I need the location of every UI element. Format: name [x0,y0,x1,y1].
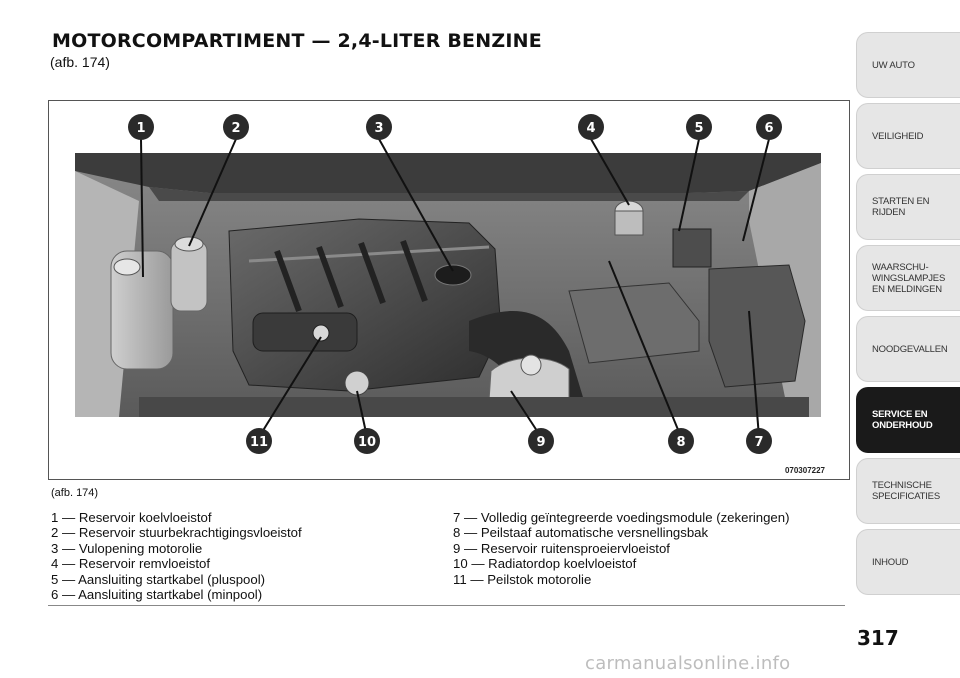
legend-item: 6 — Aansluiting startkabel (minpool) [51,587,263,603]
callout-11: 11 [250,435,268,450]
legend-item: 8 — Peilstaaf automatische versnellingsb… [453,525,709,541]
tab-service-en-onderhoud[interactable]: SERVICE EN ONDERHOUD [856,387,960,453]
watermark: carmanualsonline.info [585,653,791,674]
callout-7: 7 [754,435,763,450]
tab-starten-en-rijden[interactable]: STARTEN EN RIJDEN [856,174,960,240]
tab-veiligheid[interactable]: VEILIGHEID [856,103,960,169]
callout-3: 3 [374,121,383,136]
figure-code: 070307227 [784,466,825,475]
legend-left-column: 1 — Reservoir koelvloeistof 2 — Reservoi… [51,510,302,602]
tab-label: UW AUTO [872,59,915,71]
tab-uw-auto[interactable]: UW AUTO [856,32,960,98]
legend-item: 1 — Reservoir koelvloeistof [51,510,212,525]
chapter-tabs: UW AUTO VEILIGHEID STARTEN EN RIJDEN WAA… [856,32,960,600]
tab-label: VEILIGHEID [872,130,924,142]
callout-8: 8 [676,435,685,450]
callout-5: 5 [694,121,703,136]
bottom-divider [48,605,845,606]
legend-item: 10 — Radiatordop koelvloeistof [453,556,637,572]
page-number: 317 [857,626,899,650]
callout-9: 9 [536,435,545,450]
tab-label: SERVICE EN ONDERHOUD [872,409,933,431]
page-title: MOTORCOMPARTIMENT — 2,4-LITER BENZINE [52,30,542,52]
callout-10: 10 [358,435,376,450]
tab-label: NOODGEVALLEN [872,343,948,355]
legend-right-column: 7 — Volledig geïntegreerde voedingsmodul… [453,510,790,587]
callout-2: 2 [231,121,240,136]
figure-caption: (afb. 174) [51,487,99,499]
figure-reference: (afb. 174) [50,54,110,70]
engine-compartment-figure: 1 2 3 4 5 6 11 10 9 8 7 070307227 [48,100,850,480]
callout-1: 1 [136,121,145,136]
tab-label: INHOUD [872,556,909,568]
engine-illustration: 1 2 3 4 5 6 11 10 9 8 7 [75,114,821,454]
tab-waarschuwingslampjes[interactable]: WAARSCHU- WINGSLAMPJES EN MELDINGEN [856,245,960,311]
tab-noodgevallen[interactable]: NOODGEVALLEN [856,316,960,382]
legend-item: 9 — Reservoir ruitensproeiervloeistof [453,540,670,556]
tab-technische-specificaties[interactable]: TECHNISCHE SPECIFICATIES [856,458,960,524]
legend-item: 2 — Reservoir stuurbekrachtigingsvloeist… [51,525,302,541]
legend-item: 4 — Reservoir remvloeistof [51,556,211,572]
callout-4: 4 [586,121,595,136]
tab-label: TECHNISCHE SPECIFICATIES [872,480,940,502]
tab-label: WAARSCHU- WINGSLAMPJES EN MELDINGEN [872,261,946,295]
legend-item: 3 — Vulopening motorolie [51,540,203,556]
legend-item: 5 — Aansluiting startkabel (pluspool) [51,571,266,587]
legend-item: 7 — Volledig geïntegreerde voedingsmodul… [453,510,790,525]
legend-item: 11 — Peilstok motorolie [453,571,592,587]
tab-label: STARTEN EN RIJDEN [872,196,930,218]
callout-6: 6 [764,121,773,136]
tab-inhoud[interactable]: INHOUD [856,529,960,595]
